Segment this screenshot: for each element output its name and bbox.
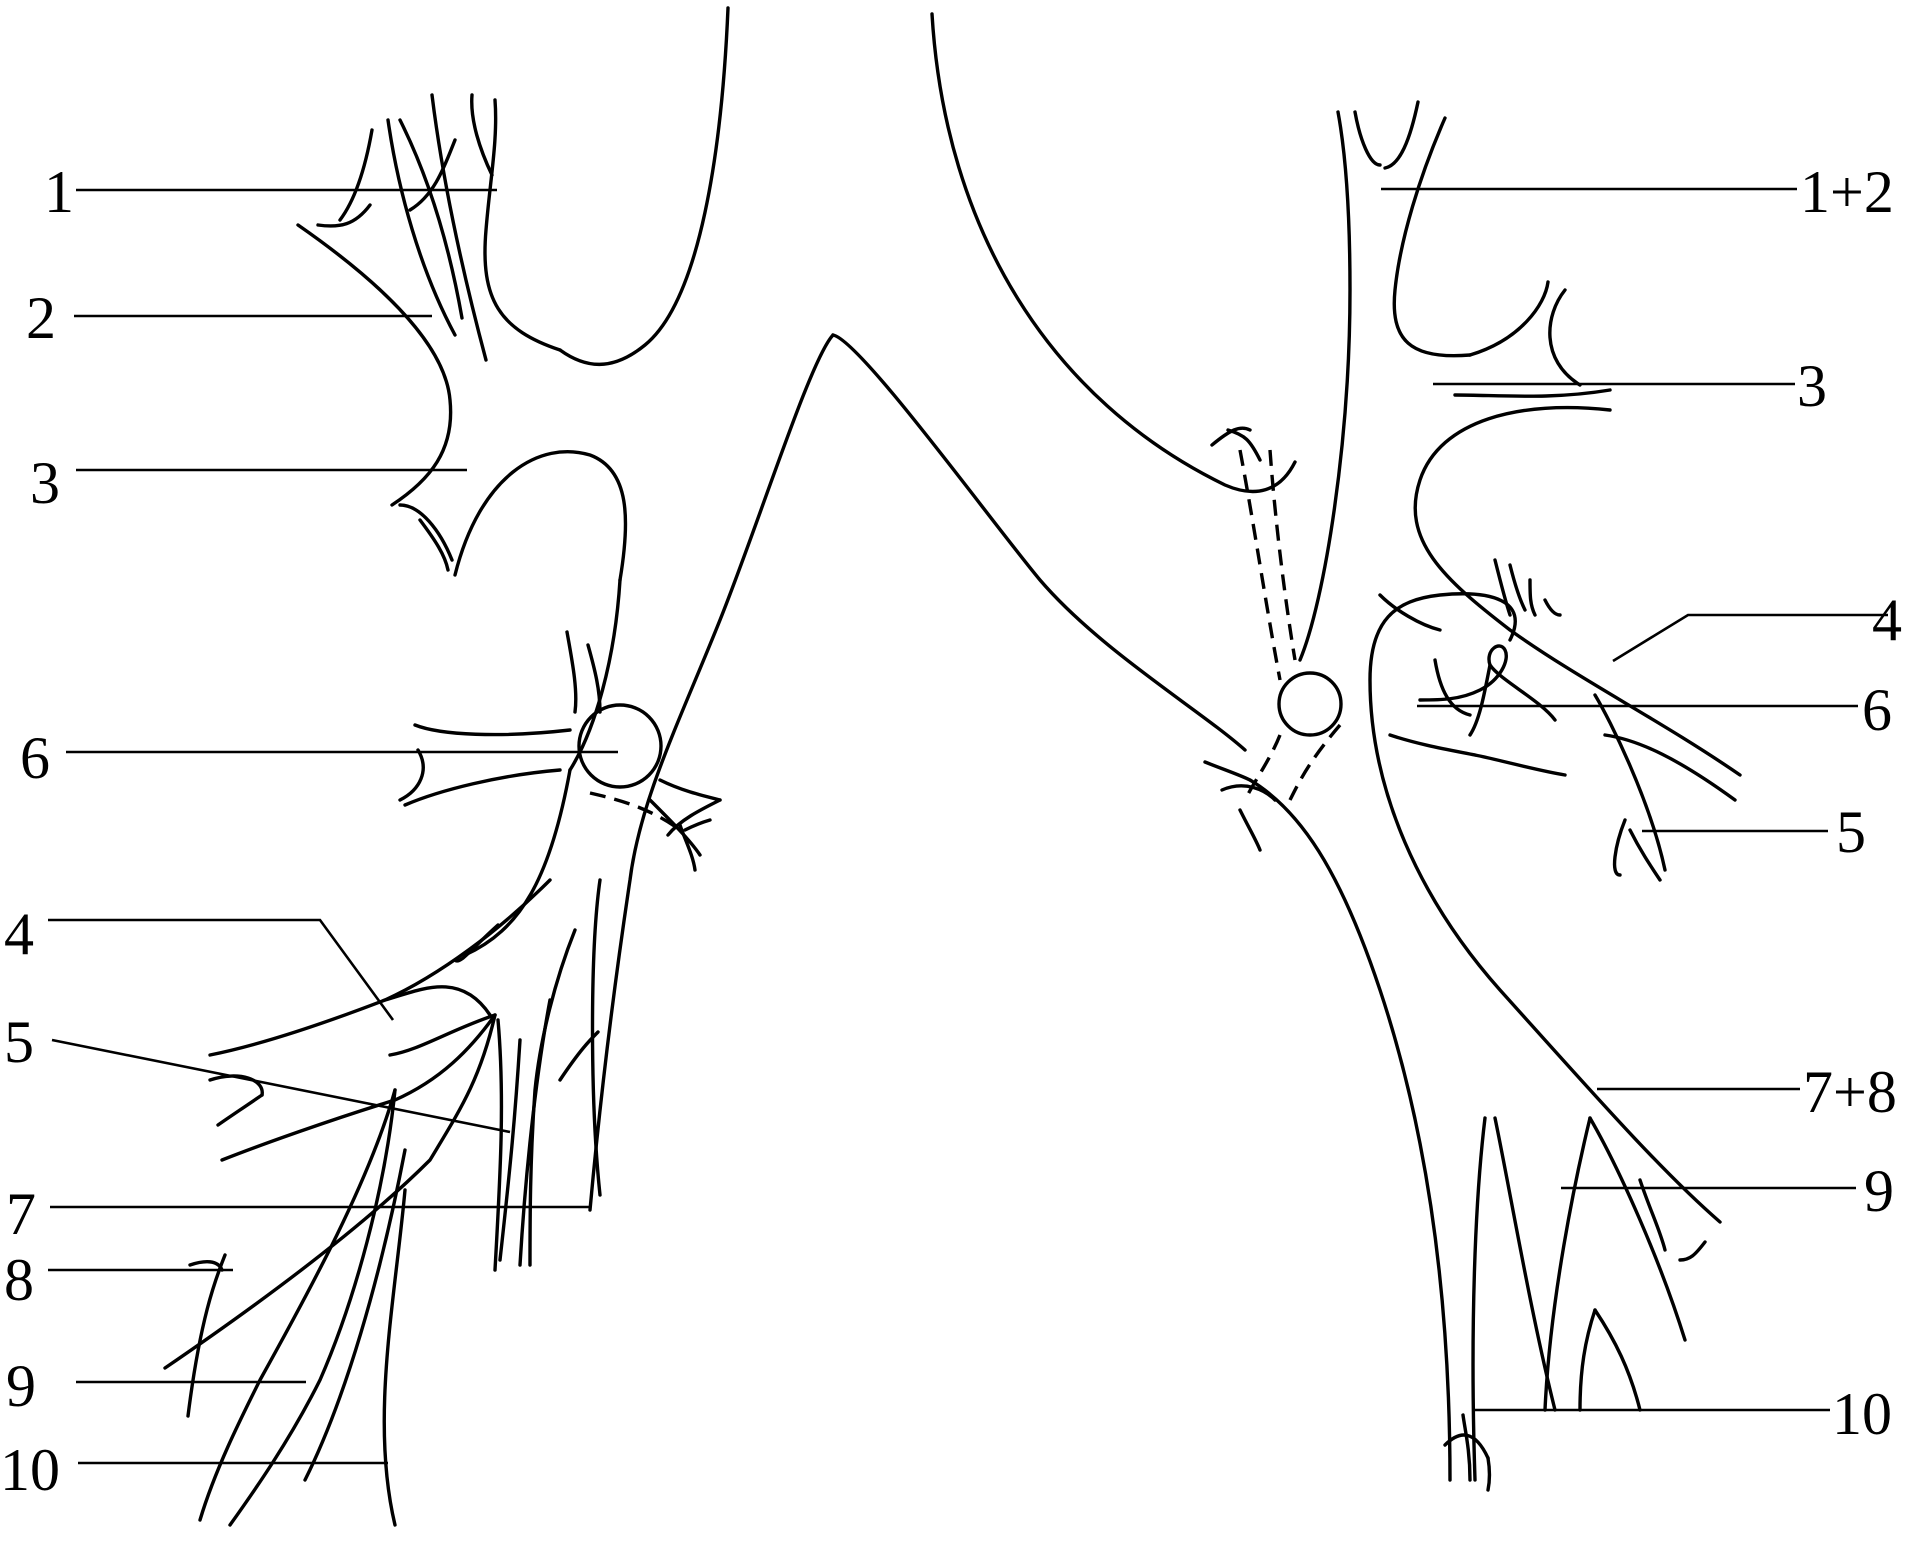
right-bronchial-tree (163, 93, 722, 1527)
label-r2: 2 (26, 285, 56, 351)
labels: 1 2 3 6 4 5 7 8 9 10 1+2 3 4 6 5 7+8 9 1… (0, 159, 1902, 1503)
left-bronchial-tree (1203, 100, 1742, 1492)
label-l1-2: 1+2 (1800, 159, 1894, 225)
trachea-outline (558, 6, 1297, 1212)
label-l7-8: 7+8 (1803, 1059, 1897, 1125)
label-r5: 5 (4, 1009, 34, 1075)
label-l3: 3 (1797, 353, 1827, 419)
label-l4: 4 (1872, 587, 1902, 653)
label-l6: 6 (1862, 677, 1892, 743)
label-r4: 4 (4, 901, 34, 967)
label-r8: 8 (4, 1247, 34, 1313)
label-r10: 10 (0, 1437, 60, 1503)
label-r7: 7 (6, 1181, 36, 1247)
label-r6: 6 (20, 725, 50, 791)
label-r9: 9 (6, 1353, 36, 1419)
label-l9: 9 (1864, 1158, 1894, 1224)
label-l5: 5 (1836, 799, 1866, 865)
label-l10: 10 (1832, 1381, 1892, 1447)
label-r3: 3 (30, 450, 60, 516)
label-r1: 1 (44, 159, 74, 225)
leader-lines (48, 187, 1888, 1465)
